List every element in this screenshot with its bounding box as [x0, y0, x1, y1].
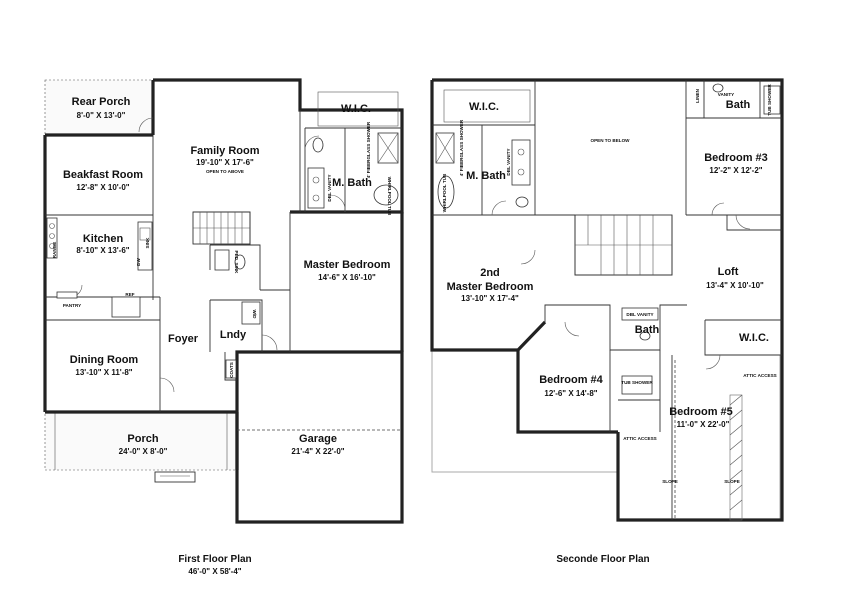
vanity-label: VANITY — [718, 92, 735, 97]
slope-label-left: SLOPE — [662, 479, 678, 484]
first-floor-caption: First Floor Plan — [178, 554, 251, 565]
linen-label: LINEN — [695, 88, 700, 102]
room-garage: Garage 21'-4" X 22'-0" — [291, 433, 344, 456]
breakfast-dims: 12'-8" X 10'-0" — [76, 183, 129, 192]
coats-label: COATS — [229, 362, 234, 378]
dining-dims: 13'-10" X 11'-8" — [75, 368, 132, 377]
dbl-vanity-label: DBL VANITY — [327, 174, 332, 201]
loft-label: Loft — [718, 266, 739, 278]
stairs-first — [192, 211, 251, 245]
room-bedroom4: Bedroom #4 12'-6" X 14'-8" — [539, 374, 603, 398]
garage-dims: 21'-4" X 22'-0" — [291, 447, 344, 456]
range-label: RANGE — [52, 242, 57, 259]
master-bedroom-label: Master Bedroom — [304, 259, 391, 271]
laundry-label: Lndy — [220, 329, 247, 341]
master2-label-line2: Master Bedroom — [447, 281, 534, 293]
room-dining: Dining Room 13'-10" X 11'-8" — [70, 354, 139, 377]
dbl-vanity-mid-label: DBL VANITY — [626, 312, 653, 317]
tub-shower-top-label: TUB SHOWER — [767, 84, 772, 116]
room-master2: 2nd Master Bedroom 13'-10" X 17'-4" — [447, 267, 534, 303]
bedroom5-dims: 11'-0" X 22'-0" — [677, 420, 730, 429]
first-floor-overall-dims: 46'-0" X 58'-4" — [188, 567, 241, 576]
whirlpool2-label: WHIRLPOOL TUB — [442, 173, 447, 212]
shower2-label: 4' FIBERGLASS SHOWER — [459, 119, 464, 176]
dw-label: DW — [136, 258, 141, 266]
shower-fixture-label: 4' FIBERGLASS SHOWER — [366, 121, 371, 178]
pantry-label: PANTRY — [63, 303, 81, 308]
second-floor-plan: W.I.C. OPEN TO BELOW Bath LINEN VANITY T… — [430, 78, 784, 565]
whirlpool-label: WHIRLPOOL TUB — [387, 177, 392, 216]
wd-label: W/D — [252, 310, 257, 320]
tub-shower-mid-label: TUB SHOWER — [621, 380, 653, 385]
mbath2-label: M. Bath — [466, 170, 506, 182]
second-floor-caption: Seconde Floor Plan — [556, 554, 649, 565]
bedroom4-dims: 12'-6" X 14'-8" — [544, 389, 597, 398]
wic1-label: W.I.C. — [469, 101, 499, 113]
bedroom5-label: Bedroom #5 — [669, 406, 733, 418]
room-bedroom5: Bedroom #5 11'-0" X 22'-0" — [669, 406, 733, 429]
bath-top-label: Bath — [726, 99, 751, 111]
room-loft: Loft 13'-4" X 10'-10" — [706, 266, 764, 290]
room-master-bedroom: Master Bedroom 14'-6" X 16'-10" — [304, 259, 391, 282]
attic-access-right: ATTIC ACCESS — [743, 373, 776, 378]
mbath-label: M. Bath — [332, 177, 372, 189]
family-room-note: OPEN TO ABOVE — [206, 169, 244, 174]
master-bedroom-dims: 14'-6" X 16'-10" — [318, 273, 376, 282]
open-below-note: OPEN TO BELOW — [591, 138, 631, 143]
bedroom4-label: Bedroom #4 — [539, 374, 603, 386]
porch-dims: 24'-0" X 8'-0" — [119, 447, 168, 456]
sink-label: SINK — [145, 237, 150, 249]
room-porch: Porch 24'-0" X 8'-0" — [119, 433, 168, 456]
master2-label-line1: 2nd — [480, 267, 500, 279]
wic2-label: W.I.C. — [739, 332, 769, 344]
attic-access-left: ATTIC ACCESS — [623, 436, 656, 441]
family-room-dims: 19'-10" X 17'-6" — [196, 158, 254, 167]
wic-label: W.I.C. — [341, 103, 371, 115]
garage-label: Garage — [299, 433, 337, 445]
bedroom3-dims: 12'-2" X 12'-2" — [709, 166, 762, 175]
dbl-vanity2-label: DBL VANITY — [506, 148, 511, 175]
room-breakfast: Beakfast Room 12'-8" X 10'-0" — [63, 169, 143, 192]
kitchen-label: Kitchen — [83, 233, 124, 245]
family-room-label: Family Room — [190, 145, 259, 157]
room-kitchen: Kitchen 8'-10" X 13'-6" — [76, 233, 129, 255]
rear-porch-label: Rear Porch — [72, 96, 131, 108]
room-bedroom3: Bedroom #3 12'-2" X 12'-2" — [704, 152, 768, 175]
first-floor-plan: Rear Porch 8'-0" X 13'-0" Family Room 19… — [43, 78, 404, 576]
master2-dims: 13'-10" X 17'-4" — [461, 294, 519, 303]
rear-porch-dims: 8'-0" X 13'-0" — [77, 111, 126, 120]
bedroom3-label: Bedroom #3 — [704, 152, 768, 164]
foyer-label: Foyer — [168, 333, 199, 345]
bath-mid-label: Bath — [635, 324, 660, 336]
porch-label: Porch — [127, 433, 158, 445]
dining-label: Dining Room — [70, 354, 139, 366]
stairs-second — [574, 214, 673, 276]
loft-dims: 13'-4" X 10'-10" — [706, 281, 764, 290]
slope-label-right: SLOPE — [724, 479, 740, 484]
ref-label: REF — [125, 292, 134, 297]
room-rear-porch: Rear Porch 8'-0" X 13'-0" — [72, 96, 131, 120]
ped-sink-label: PED. SINK — [234, 251, 239, 275]
breakfast-label: Beakfast Room — [63, 169, 143, 181]
room-family-room: Family Room 19'-10" X 17'-6" OPEN TO ABO… — [190, 145, 259, 174]
kitchen-dims: 8'-10" X 13'-6" — [76, 246, 129, 255]
